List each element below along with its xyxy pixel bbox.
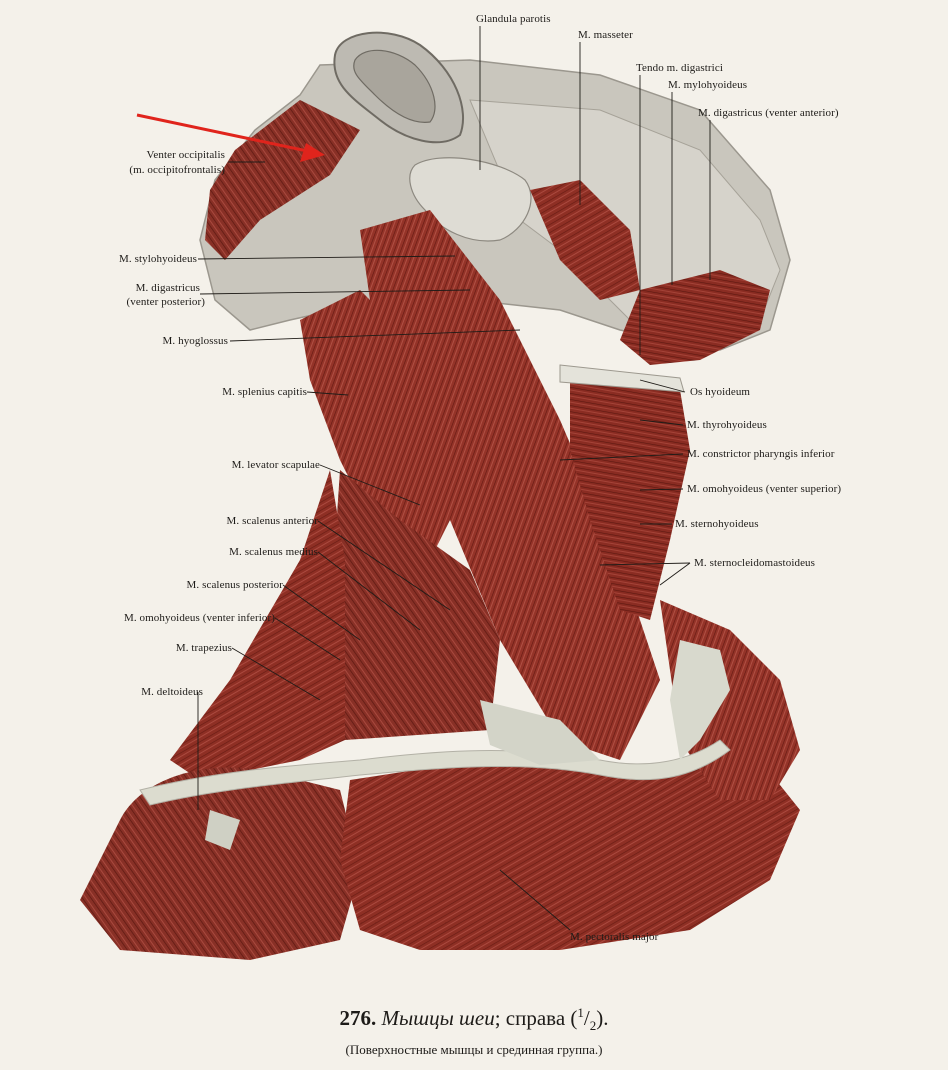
caption-italic: Мышцы шеи [381,1006,495,1030]
label-scalenus-posterior: M. scalenus posterior [186,579,283,591]
label-splenius-capitis: M. splenius capitis [222,386,307,398]
occipital-muscle [205,100,360,260]
pectoralis-major-muscle [340,760,800,950]
caption-rest: ; справа ( [494,1006,578,1030]
label-sternocleidomastoideus: M. sternocleidomastoideus [694,557,816,569]
label-trapezius: M. trapezius [175,642,232,654]
clavicle-fascia [139,739,731,806]
label-venter-posterior: (venter posterior) [126,296,205,308]
label-os-hyoideum: Os hyoideum [690,386,751,398]
label-levator-scapulae: M. levator scapulae [231,459,320,471]
deltoid-muscle [80,767,360,960]
scale-separator: / [583,1006,590,1030]
label-digastricus-anterior: M. digastricus (venter anterior) [698,107,839,119]
label-hyoglossus: M. hyoglossus [162,335,228,347]
caption-end: ). [596,1006,609,1030]
figure-number: 276. [339,1006,377,1030]
label-deltoideus: M. deltoideus [141,686,203,698]
label-constrictor-pharyngis: M. constrictor pharyngis inferior [687,448,835,460]
scale-numerator: 1 [577,1005,584,1020]
label-omohyoideus-superior: M. omohyoideus (venter superior) [687,483,842,495]
scale-denominator: 2 [589,1018,597,1034]
splenius-capitis-muscle [300,290,450,560]
label-pectoralis-major: M. pectoralis major [570,931,659,943]
tendon-strip-1 [480,700,600,765]
label-mylohyoideus: M. mylohyoideus [668,79,748,91]
infrahyoid-muscles [570,380,690,620]
sternocleidomastoid-muscle [360,210,660,760]
submandibular-muscles [620,270,770,365]
scalene-muscles [330,470,500,740]
trapezius-muscle [170,470,345,780]
label-occipitofrontalis: (m. occipitofrontalis) [129,164,225,176]
masseter-muscle [530,180,640,300]
label-masseter: M. masseter [578,29,633,41]
label-sternohyoideus: M. sternohyoideus [675,518,759,530]
leader-lines [197,26,711,931]
label-scalenus-anterior: M. scalenus anterior [226,515,318,527]
label-venter-occipitalis: Venter occipitalis [146,149,225,161]
red-arrow [136,113,325,162]
caption-title: 276. Мышцы шеи; справа (1/2). [0,1000,948,1039]
label-scalenus-medius: M. scalenus medius [229,546,318,558]
caption-subtitle: (Поверхностные мышцы и срединная группа.… [345,1042,603,1058]
figure-caption: 276. Мышцы шеи; справа (1/2). (Поверхнос… [0,1000,948,1059]
label-stylohyoideus: M. stylohyoideus [119,253,197,265]
tendon-strip-3 [205,810,240,850]
label-glandula-parotis: Glandula parotis [476,13,551,25]
label-thyrohyoideus: M. thyrohyoideus [687,419,767,431]
ear-inner [353,49,436,123]
label-tendo-digastrici: Tendo m. digastrici [636,62,723,74]
tendon-strip-2 [670,640,730,760]
label-digastricus-posterior: M. digastricus [135,282,200,294]
label-omohyoideus-inferior: M. omohyoideus (venter inferior) [123,612,275,624]
parotid-gland [409,157,532,242]
